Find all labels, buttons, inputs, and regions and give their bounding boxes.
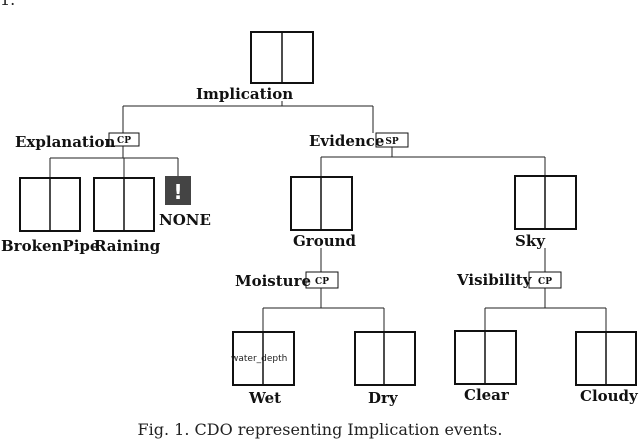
figure-caption: Fig. 1. CDO representing Implication eve… <box>137 420 503 439</box>
explanation-operator-box <box>108 132 140 147</box>
wet-label: Wet <box>249 389 282 407</box>
evidence-operator: SP <box>385 137 398 147</box>
none-marker <box>165 176 191 205</box>
dry-box <box>354 331 416 386</box>
top-fragment: 1. <box>0 0 15 9</box>
sky-label: Sky <box>515 232 545 250</box>
moisture-label: Moisture <box>235 272 312 290</box>
clear-label: Clear <box>464 386 509 404</box>
none-marker-symbol: ! <box>173 180 182 204</box>
evidence-label: Evidence <box>309 132 385 150</box>
ground-label: Ground <box>293 232 357 250</box>
visibility-label: Visibility <box>457 271 532 289</box>
brokenpipe-label: BrokenPipe <box>1 237 100 255</box>
moisture-operator: CP <box>315 277 329 287</box>
visibility-operator-box <box>528 271 562 289</box>
raining-label: Raining <box>94 237 161 255</box>
explanation-operator: CP <box>117 136 131 146</box>
explanation-label: Explanation <box>15 133 116 151</box>
moisture-operator-box <box>305 271 339 289</box>
wet-attribute: water_depth <box>231 354 288 364</box>
implication-label: Implication <box>196 85 294 103</box>
dry-label: Dry <box>368 389 398 407</box>
visibility-operator: CP <box>538 277 552 287</box>
cloudy-label: Cloudy <box>580 387 638 405</box>
none-label: NONE <box>159 211 211 229</box>
evidence-operator-box <box>375 132 409 148</box>
